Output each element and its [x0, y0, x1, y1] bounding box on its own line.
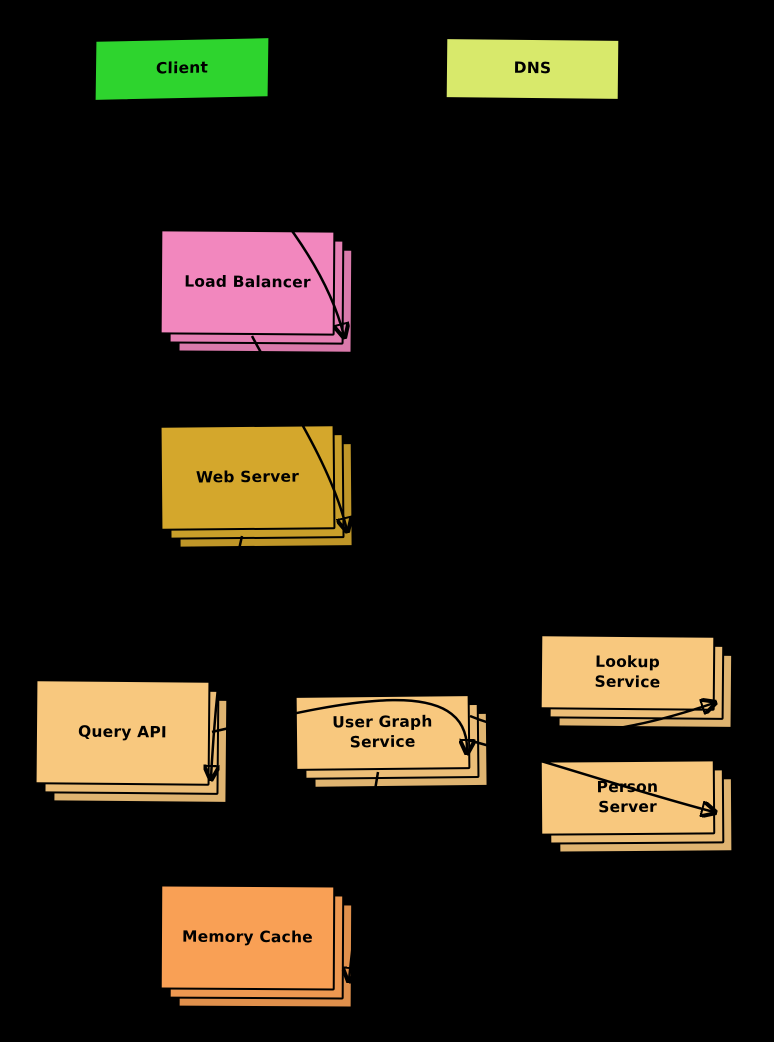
edge-user-graph-service-memory-cache: [349, 771, 380, 980]
node-label: Load Balancer: [184, 272, 311, 292]
node-box: Client: [93, 36, 271, 102]
node-box: Web Server: [159, 424, 336, 531]
node-dns: DNS: [444, 37, 621, 101]
node-box: Memory Cache: [159, 884, 336, 991]
node-label: Query API: [78, 722, 167, 742]
node-query-api: Query API: [34, 679, 229, 804]
node-lookup-service: Lookup Service: [539, 634, 734, 729]
node-label: Memory Cache: [182, 927, 313, 947]
node-load-balancer: Load Balancer: [159, 229, 354, 354]
node-label: Web Server: [195, 467, 300, 487]
node-client: Client: [93, 36, 271, 102]
node-web-server: Web Server: [159, 424, 354, 549]
node-person-server: Person Server: [539, 759, 734, 854]
node-label: Lookup Service: [594, 652, 661, 691]
node-label: Person Server: [596, 777, 659, 816]
node-box: Load Balancer: [159, 229, 336, 336]
node-box: Lookup Service: [539, 634, 716, 711]
node-box: Query API: [34, 679, 211, 786]
node-box: Person Server: [539, 759, 716, 836]
node-box: User Graph Service: [294, 694, 471, 771]
node-memory-cache: Memory Cache: [159, 884, 354, 1009]
node-user-graph-service: User Graph Service: [294, 694, 489, 789]
node-box: DNS: [444, 37, 621, 101]
node-label: User Graph Service: [332, 712, 433, 751]
node-label: Client: [155, 58, 209, 78]
node-label: DNS: [513, 59, 552, 78]
